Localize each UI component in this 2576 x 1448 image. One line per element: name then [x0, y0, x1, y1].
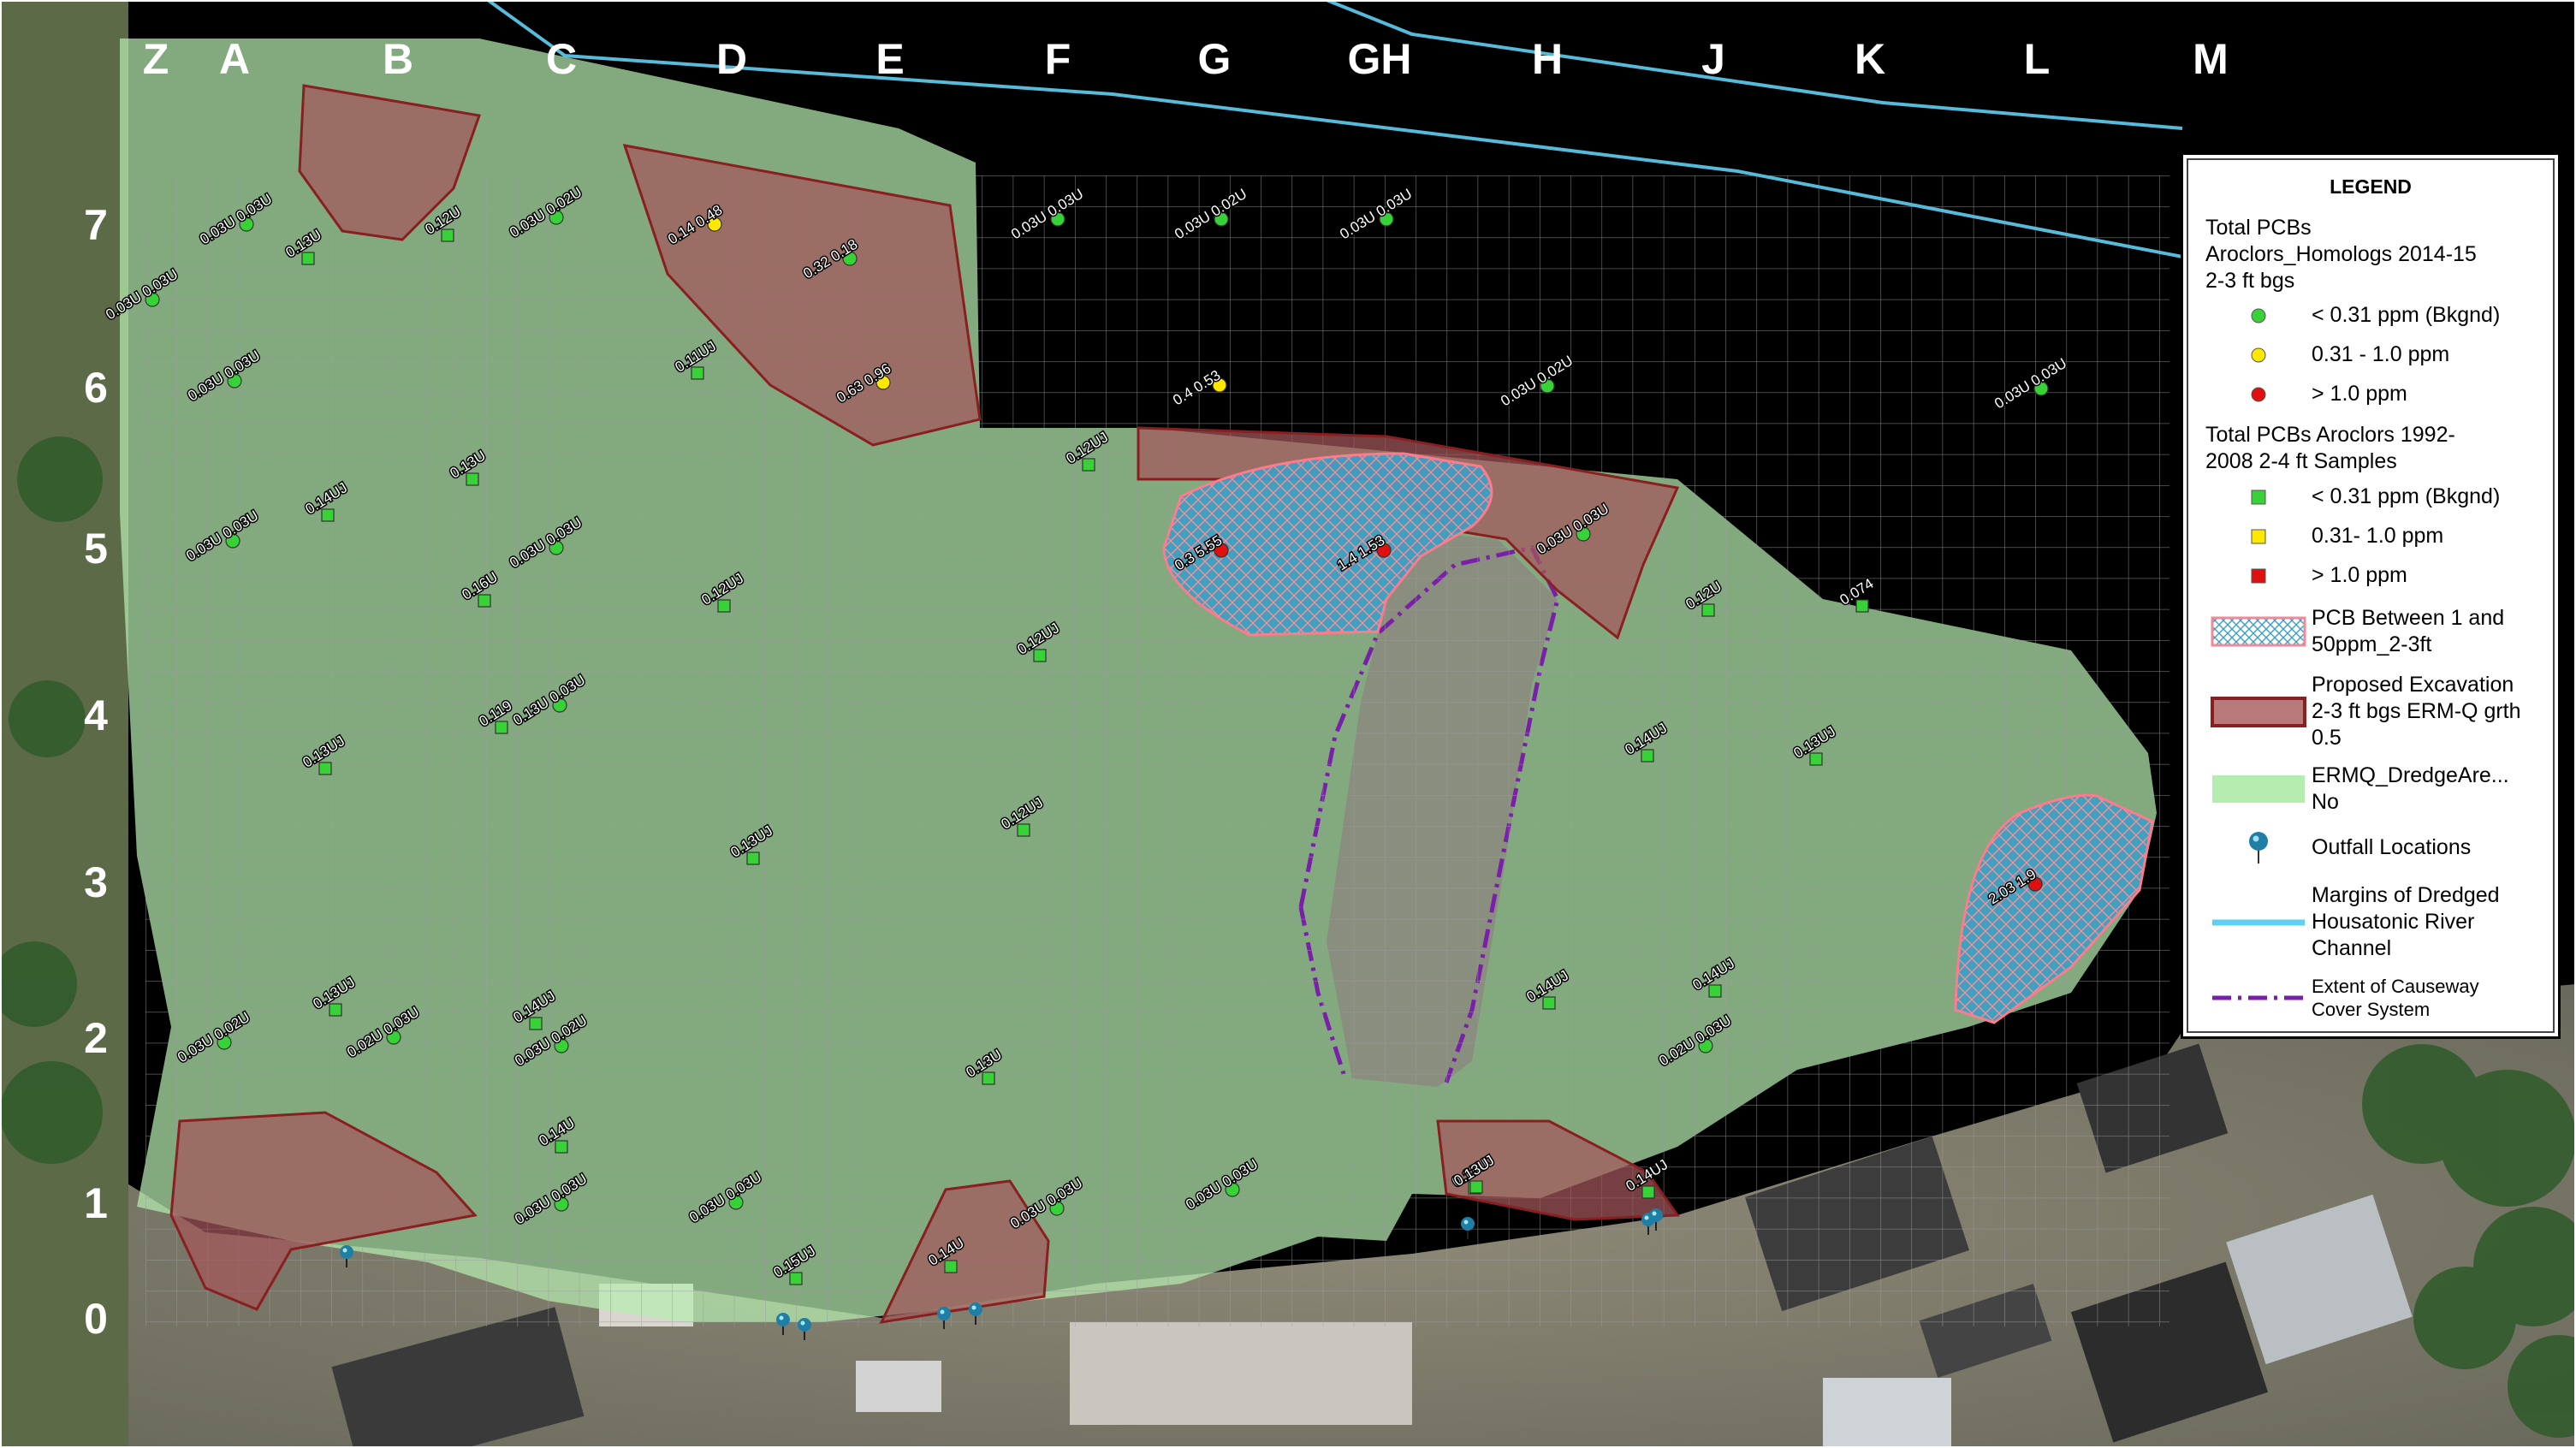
legend-item-channel: Margins of Dredged Housatonic River Chan…	[2205, 882, 2556, 962]
legend-item-causeway: Extent of Causeway Cover System	[2205, 975, 2556, 1021]
legend-item-excavation: Proposed Excavation 2-3 ft bgs ERM-Q grt…	[2205, 672, 2556, 751]
legend-item-circle-mid: 0.31 - 1.0 ppm	[2205, 341, 2556, 368]
legend-group1-heading-line: 2-3 ft bgs	[2205, 269, 2295, 293]
excavation-areas	[169, 84, 1680, 1324]
column-label: L	[2024, 35, 2051, 83]
trees	[0, 436, 2576, 1438]
legend-label-line: Margins of Dredged	[2312, 883, 2500, 907]
legend-label-line: Proposed Excavation	[2312, 673, 2514, 697]
legend-item-dredge-area: ERMQ_DredgeAre... No	[2205, 763, 2556, 816]
legend-item-square-mid: 0.31- 1.0 ppm	[2205, 523, 2556, 549]
column-label: C	[546, 35, 577, 83]
legend-label-line: ERMQ_DredgeAre...	[2312, 763, 2509, 787]
column-label: J	[1701, 35, 1725, 83]
legend-title: LEGEND	[2330, 175, 2412, 198]
legend-group2-heading-line: 2008 2-4 ft Samples	[2205, 449, 2397, 473]
outfall-locations	[340, 1208, 1663, 1340]
map-legend: LEGEND Total PCBs Aroclors_Homologs 2014…	[2181, 152, 2561, 1039]
row-label: 2	[84, 1014, 108, 1062]
column-label: B	[383, 35, 413, 83]
legend-label-line: Housatonic River	[2312, 910, 2475, 934]
column-label: A	[219, 35, 250, 83]
legend-item-outfall: Outfall Locations	[2205, 829, 2556, 865]
legend-item-square-high: > 1.0 ppm	[2205, 562, 2556, 589]
row-label: 1	[84, 1179, 108, 1227]
outfall-pin-icon[interactable]	[340, 1245, 353, 1267]
row-label: 0	[84, 1295, 108, 1343]
row-label: 6	[84, 364, 108, 412]
legend-label-line: No	[2312, 790, 2339, 814]
legend-label-line: Channel	[2312, 936, 2392, 960]
pcb-1-50ppm-areas	[1162, 452, 2154, 1024]
outfall-pin-icon[interactable]	[798, 1318, 811, 1340]
legend-group2-heading-line: Total PCBs Aroclors 1992-	[2205, 423, 2455, 447]
column-label: GH	[1348, 35, 1412, 83]
row-label: 3	[84, 858, 108, 906]
column-label: F	[1045, 35, 1071, 83]
row-label: 5	[84, 525, 108, 573]
sampling-grid	[145, 175, 2169, 1326]
legend-item-square-bkgnd: < 0.31 ppm (Bkgnd)	[2205, 484, 2556, 510]
row-label: 7	[84, 201, 108, 249]
legend-item-circle-high: > 1.0 ppm	[2205, 381, 2556, 407]
legend-group1-heading-line: Total PCBs	[2205, 216, 2312, 240]
column-label: H	[1532, 35, 1563, 83]
grid-row-labels: 7 6 5 4 3 2 1 0	[84, 201, 108, 1343]
legend-label-line: Cover System	[2312, 999, 2431, 1020]
legend-group1-heading: Total PCBs Aroclors_Homologs 2014-15 2-3…	[2205, 215, 2548, 294]
legend-label-line: Extent of Causeway	[2312, 976, 2479, 997]
column-label: Z	[143, 35, 169, 83]
legend-group2-heading: Total PCBs Aroclors 1992- 2008 2-4 ft Sa…	[2205, 422, 2548, 475]
outfall-pin-icon[interactable]	[1649, 1208, 1663, 1231]
legend-label-line: 50ppm_2-3ft	[2312, 632, 2432, 656]
legend-label-line: 2-3 ft bgs ERM-Q grth	[2312, 699, 2521, 723]
legend-group1-heading-line: Aroclors_Homologs 2014-15	[2205, 242, 2477, 266]
column-label: K	[1855, 35, 1885, 83]
outfall-pin-icon[interactable]	[969, 1303, 982, 1325]
outfall-pin-icon	[2249, 832, 2268, 863]
legend-label-line: PCB Between 1 and	[2312, 606, 2505, 630]
column-label: M	[2193, 35, 2229, 83]
legend-label-line: 0.5	[2312, 726, 2342, 750]
legend-item-pcb-hatch: PCB Between 1 and 50ppm_2-3ft	[2205, 605, 2556, 658]
column-label: D	[716, 35, 747, 83]
column-label: E	[875, 35, 904, 83]
outfall-pin-icon[interactable]	[937, 1307, 951, 1329]
column-label: G	[1198, 35, 1232, 83]
outfall-pin-icon[interactable]	[1461, 1217, 1475, 1239]
outfall-pin-icon[interactable]	[776, 1313, 790, 1335]
legend-item-circle-bkgnd: < 0.31 ppm (Bkgnd)	[2205, 302, 2556, 329]
row-label: 4	[84, 691, 108, 739]
grid-column-labels: Z A B C D E F G GH H J K L M	[143, 35, 2229, 83]
